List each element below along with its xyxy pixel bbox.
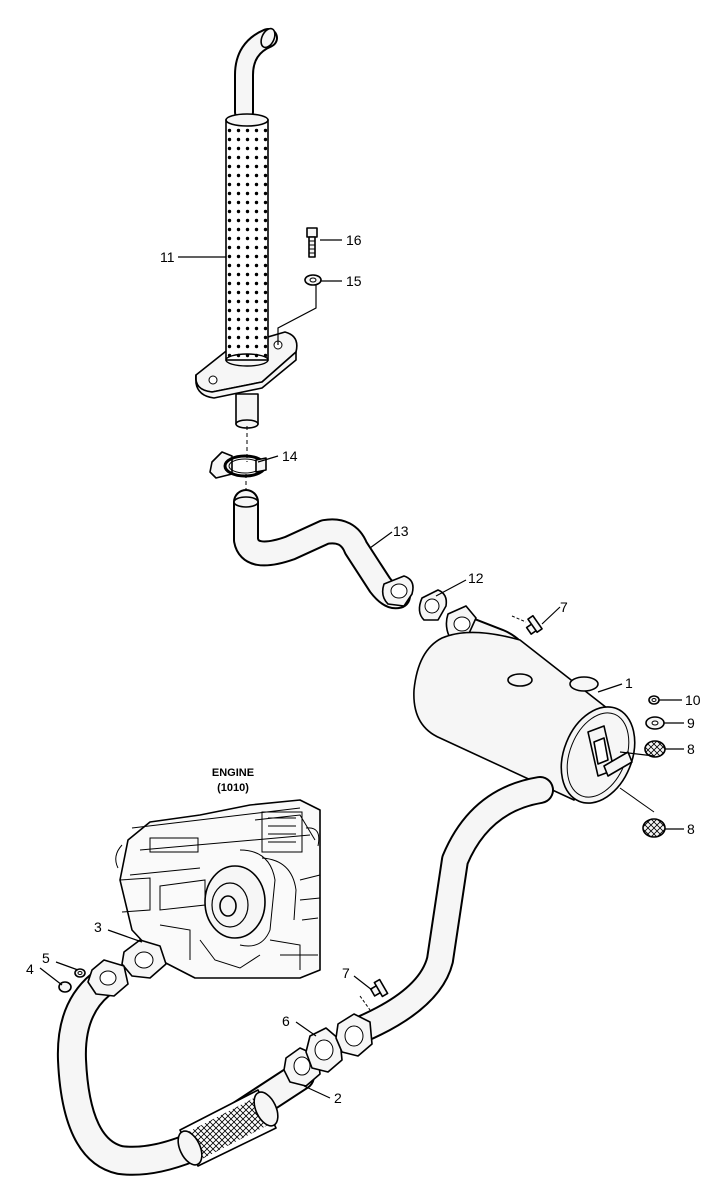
washer-part-9 bbox=[645, 716, 665, 730]
callout-6: 6 bbox=[282, 1013, 290, 1029]
bolt-part-16 bbox=[306, 227, 318, 258]
bolt-part-7-upper bbox=[511, 614, 543, 635]
muffler-part-1 bbox=[413, 605, 636, 804]
callout-14: 14 bbox=[282, 448, 298, 464]
callout-15: 15 bbox=[346, 273, 362, 289]
gasket-part-6 bbox=[305, 1027, 343, 1073]
front-exhaust-pipe-part-2 bbox=[56, 959, 321, 1176]
callout-13: 13 bbox=[393, 523, 409, 539]
callout-16: 16 bbox=[346, 232, 362, 248]
engine-code: (1010) bbox=[217, 782, 249, 794]
callout-4: 4 bbox=[26, 961, 34, 977]
callout-7-lower: 7 bbox=[342, 965, 350, 981]
callout-10: 10 bbox=[685, 692, 701, 708]
callout-9: 9 bbox=[687, 715, 695, 731]
callout-5: 5 bbox=[42, 950, 50, 966]
gasket-part-12 bbox=[418, 589, 448, 621]
bolt-part-7-lower bbox=[359, 978, 389, 1011]
tailpipe-part-11 bbox=[195, 27, 298, 429]
gasket-part-3 bbox=[121, 939, 167, 979]
connecting-pipe-part-13 bbox=[233, 489, 414, 610]
callout-2: 2 bbox=[334, 1090, 342, 1106]
intermediate-pipe bbox=[335, 776, 554, 1057]
washer-part-5 bbox=[74, 968, 86, 978]
engine-illustration bbox=[115, 799, 321, 979]
callout-8-upper: 8 bbox=[687, 741, 695, 757]
clamp-part-14 bbox=[209, 451, 267, 479]
engine-label: ENGINE bbox=[212, 767, 254, 779]
washer-part-15 bbox=[304, 274, 322, 286]
rubber-mount-part-8-upper bbox=[644, 740, 666, 758]
callout-1: 1 bbox=[625, 675, 633, 691]
callout-12: 12 bbox=[468, 570, 484, 586]
nut-part-10 bbox=[648, 695, 660, 705]
rubber-mount-part-8-lower bbox=[642, 818, 666, 838]
callout-11: 11 bbox=[160, 249, 175, 265]
callout-8-lower: 8 bbox=[687, 821, 695, 837]
callout-3: 3 bbox=[94, 919, 102, 935]
callout-7-upper: 7 bbox=[560, 599, 568, 615]
